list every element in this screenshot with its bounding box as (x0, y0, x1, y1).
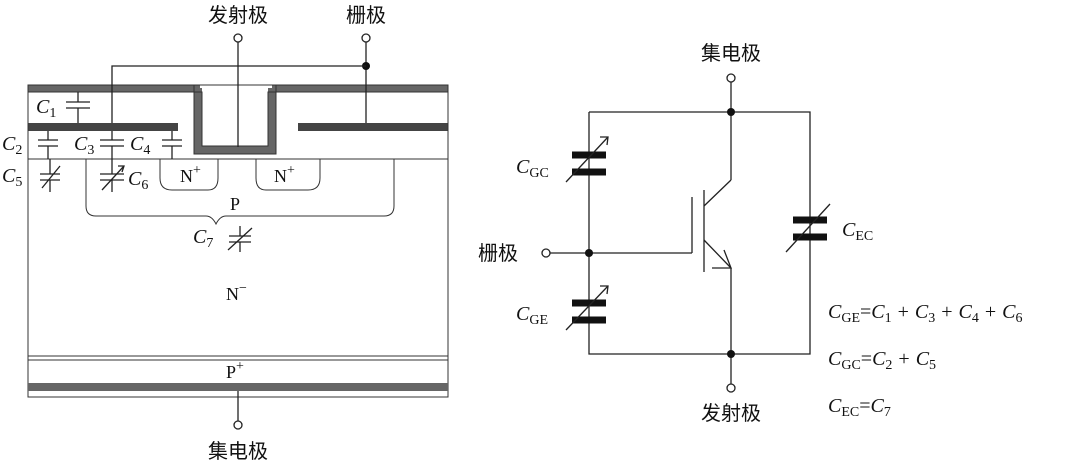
c6-variable-capacitor (100, 159, 125, 192)
n-plus-right-region (255, 159, 321, 191)
emitter-trench-right-wall (268, 88, 276, 154)
igbt-collector-diag (703, 179, 732, 207)
igbt-cross-section: 发射极 栅极 集电极 C1 C2 C3 C4 C5 C6 C7 N+ N+ P … (2, 3, 449, 463)
c7-variable-capacitor (227, 226, 253, 252)
n-minus-label: N− (226, 281, 247, 304)
igbt-emitter-arrow (712, 249, 732, 269)
ec-gate-terminal (541, 248, 551, 258)
cec-capacitor (785, 203, 831, 253)
gate-plate-left (28, 123, 178, 131)
cs-gate-label: 栅极 (346, 3, 386, 27)
cs-emitter-label: 发射极 (208, 3, 268, 27)
igbt-emitter-diag (703, 239, 732, 269)
cge-capacitor (565, 285, 609, 331)
gate-to-left-plate-wire (111, 65, 366, 123)
c2-capacitor (38, 131, 58, 159)
ec-emitter-terminal (726, 383, 736, 393)
c4-capacitor (162, 131, 182, 159)
ec-emitter-label: 发射极 (701, 401, 761, 425)
equation-cge: CGE=C1+C3+C4+C6 (828, 301, 1023, 326)
c7-label: C7 (193, 226, 213, 251)
c6-label: C6 (128, 168, 148, 193)
ec-collector-label: 集电极 (701, 41, 761, 65)
equation-cec: CEC=C7 (828, 395, 891, 420)
n-plus-left-label: N+ (180, 163, 201, 186)
collector-metal (28, 383, 448, 391)
collector-terminal (233, 420, 243, 430)
ec-gate-label: 栅极 (478, 241, 518, 265)
p-plus-label: P+ (226, 359, 244, 382)
ec-emitter-dot (727, 350, 735, 358)
c5-label: C5 (2, 165, 22, 190)
gate-terminal (361, 33, 371, 43)
c1-capacitor (66, 92, 90, 123)
emitter-terminal (233, 33, 243, 43)
emitter-trench-bottom (194, 146, 276, 154)
gate-plate-right (298, 123, 448, 131)
c1-label: C1 (36, 96, 56, 121)
c2-label: C2 (2, 133, 22, 158)
ec-collector-terminal (726, 73, 736, 83)
equivalent-circuit (541, 73, 831, 393)
n-plus-left-region (159, 159, 219, 191)
c5-variable-capacitor (40, 159, 61, 192)
c3-capacitor (100, 131, 124, 159)
equation-cgc: CGC=C2+C5 (828, 348, 936, 373)
emitter-trench-left-wall (194, 88, 202, 154)
cs-collector-label: 集电极 (208, 439, 268, 463)
emitter-metal-band-right (272, 85, 448, 92)
n-plus-right-label: N+ (274, 163, 295, 186)
cgc-capacitor (565, 136, 609, 183)
cge-label: CGE (516, 303, 548, 328)
cgc-label: CGC (516, 156, 549, 181)
cec-label: CEC (842, 219, 873, 244)
c4-label: C4 (130, 133, 150, 158)
p-well-label: P (230, 194, 240, 214)
c3-label: C3 (74, 133, 94, 158)
top-bus (588, 111, 811, 355)
equations: CGE=C1+C3+C4+C6 CGC=C2+C5 CEC=C7 (828, 301, 1023, 420)
p-well-boundary (85, 159, 395, 226)
ec-gate-dot (585, 249, 593, 257)
ec-collector-dot (727, 108, 735, 116)
emitter-metal-band-left (28, 85, 200, 92)
